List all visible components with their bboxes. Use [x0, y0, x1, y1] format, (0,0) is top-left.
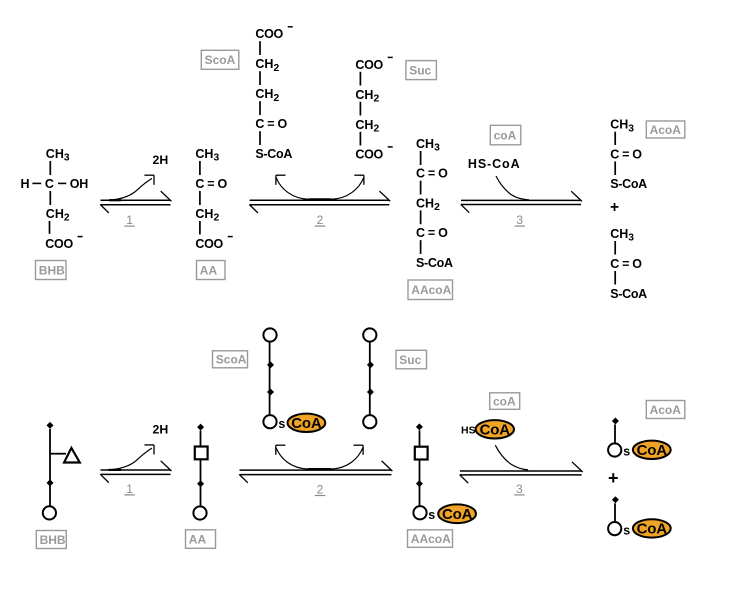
svg-text:Suc: Suc [399, 353, 421, 367]
svg-text:HS: HS [461, 424, 476, 436]
svg-text:C = O: C = O [610, 147, 642, 161]
svg-text:AAcoA: AAcoA [411, 283, 451, 297]
svg-text:COO: COO [45, 237, 73, 251]
svg-text:C = O: C = O [610, 257, 642, 271]
svg-text:CH3: CH3 [610, 118, 634, 135]
svg-text:C = O: C = O [255, 117, 287, 131]
svg-text:s: s [428, 508, 435, 522]
svg-text:2: 2 [317, 213, 324, 227]
svg-text:COO: COO [355, 58, 383, 72]
svg-text:CH2: CH2 [255, 57, 279, 74]
svg-text:C: C [45, 177, 54, 191]
svg-text:CH2: CH2 [355, 88, 379, 105]
svg-text:+: + [608, 468, 619, 488]
svg-text:1: 1 [126, 482, 133, 496]
svg-text:S-CoA: S-CoA [610, 177, 647, 191]
svg-text:+: + [610, 199, 619, 216]
svg-text:S-CoA: S-CoA [610, 287, 647, 301]
svg-text:C = O: C = O [195, 177, 227, 191]
svg-text:AcoA: AcoA [650, 123, 682, 137]
svg-text:CH3: CH3 [195, 147, 219, 164]
svg-text:AAcoA: AAcoA [411, 532, 451, 546]
svg-text:Suc: Suc [409, 64, 431, 78]
svg-text:CH3: CH3 [416, 137, 440, 154]
svg-text:HS-CoA: HS-CoA [468, 157, 521, 171]
svg-text:CH2: CH2 [355, 118, 379, 135]
svg-text:OH: OH [70, 177, 88, 191]
svg-text:ScoA: ScoA [205, 53, 236, 67]
svg-text:BHB: BHB [40, 533, 66, 547]
svg-text:AA: AA [189, 532, 207, 546]
svg-text:C = O: C = O [416, 167, 448, 181]
svg-text:CH3: CH3 [46, 147, 70, 164]
svg-text:COO: COO [255, 27, 283, 41]
svg-text:3: 3 [516, 213, 523, 227]
svg-text:H: H [21, 177, 30, 191]
svg-text:s: s [623, 523, 630, 537]
svg-text:C = O: C = O [416, 226, 448, 240]
svg-text:ScoA: ScoA [216, 353, 247, 367]
svg-text:COO: COO [355, 147, 383, 161]
svg-text:s: s [278, 417, 285, 431]
svg-text:coA: coA [494, 128, 517, 142]
svg-text:AcoA: AcoA [650, 403, 682, 417]
svg-text:coA: coA [493, 394, 516, 408]
svg-text:2: 2 [317, 482, 324, 496]
svg-text:CoA: CoA [637, 442, 668, 459]
svg-text:2H: 2H [153, 153, 169, 167]
svg-text:CH2: CH2 [46, 207, 70, 224]
svg-text:COO: COO [195, 237, 223, 251]
svg-text:S-CoA: S-CoA [255, 147, 292, 161]
svg-text:CH2: CH2 [416, 196, 440, 213]
svg-text:BHB: BHB [39, 263, 65, 277]
svg-text:CH2: CH2 [195, 207, 219, 224]
svg-text:CoA: CoA [442, 506, 473, 523]
svg-text:CH2: CH2 [255, 87, 279, 104]
svg-text:CoA: CoA [480, 422, 511, 439]
svg-text:S-CoA: S-CoA [416, 256, 453, 270]
svg-text:1: 1 [126, 213, 133, 227]
svg-text:CoA: CoA [291, 415, 322, 432]
svg-text:AA: AA [200, 263, 218, 277]
svg-text:CH3: CH3 [610, 227, 634, 244]
svg-text:3: 3 [516, 482, 523, 496]
svg-text:CoA: CoA [637, 521, 668, 538]
svg-text:s: s [623, 445, 630, 459]
svg-text:2H: 2H [153, 423, 169, 437]
